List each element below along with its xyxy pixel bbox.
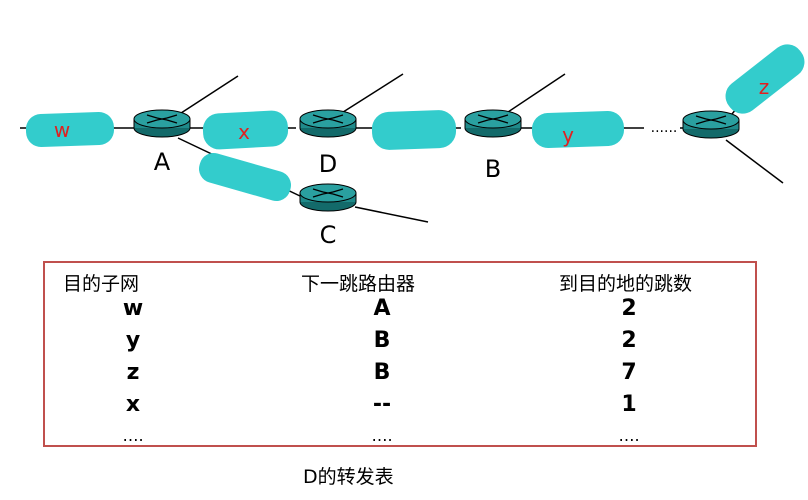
subnet-x-blob — [202, 110, 289, 150]
subnet-w-label: w — [54, 118, 70, 142]
router-a-label: A — [154, 148, 171, 176]
subnet-x-label: x — [238, 120, 250, 144]
row-3-next-router: B — [373, 360, 391, 385]
router-far — [682, 110, 740, 139]
row-1-subnet: w — [122, 296, 144, 321]
subnet-y-blob — [531, 110, 625, 149]
header-hop-count: 到目的地的跳数 — [559, 273, 693, 295]
header-destination-subnet: 目的子网 — [63, 273, 140, 295]
row-5-next-router: …. — [371, 426, 393, 445]
row-3-subnet: z — [126, 360, 140, 385]
row-5-hops: …. — [618, 426, 640, 445]
row-4-next-router: -- — [372, 392, 392, 417]
router-c-label: C — [320, 221, 337, 249]
row-4-subnet: x — [125, 392, 141, 417]
router-b-label: B — [485, 155, 501, 183]
subnet-ac-blob — [199, 152, 291, 202]
path-ellipsis: ...... — [651, 120, 678, 136]
row-1-next-router: A — [373, 296, 391, 321]
subnet-w-blob — [25, 111, 115, 148]
subnet-cd-blob — [371, 110, 457, 150]
row-2-next-router: B — [373, 328, 391, 353]
row-2-hops: 2 — [621, 328, 637, 353]
row-3-hops: 7 — [621, 360, 637, 385]
header-next-router: 下一跳路由器 — [301, 273, 416, 295]
router-d — [299, 109, 357, 138]
router-a — [133, 109, 191, 138]
row-2-subnet: y — [125, 328, 141, 353]
subnet-y-label: y — [562, 123, 574, 147]
subnet-z-blob — [725, 44, 805, 114]
forwarding-table: 目的子网 下一跳路由器 到目的地的跳数 w A 2 y B 2 z B 7 x … — [43, 261, 757, 447]
router-b — [464, 109, 522, 138]
row-4-hops: 1 — [621, 392, 637, 417]
row-5-subnet: …. — [122, 426, 144, 445]
router-c — [299, 183, 357, 212]
network-diagram: w x y z A D B C ...... — [20, 44, 805, 249]
router-d-label: D — [319, 150, 337, 178]
row-1-hops: 2 — [621, 296, 637, 321]
table-caption: D的转发表 — [303, 466, 394, 488]
subnet-z-label: z — [759, 75, 770, 99]
